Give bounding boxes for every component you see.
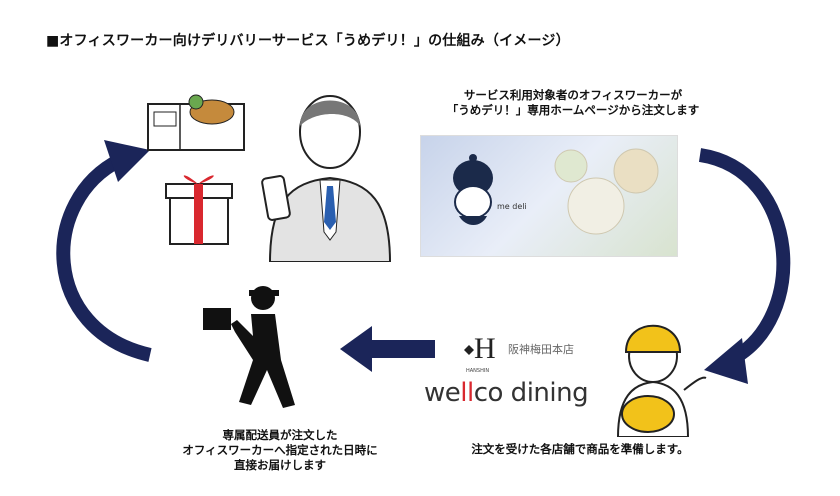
caption-line: オフィスワーカーへ指定された日時に (182, 443, 378, 457)
prepare-caption: 注文を受けた各店舗で商品を準備します。 (430, 442, 730, 457)
svg-text:H: H (474, 332, 496, 365)
store-staff-icon (616, 324, 707, 437)
delivery-caption: 専属配送員が注文した オフィスワーカーへ指定された日時に 直接お届けします (160, 428, 400, 473)
arrow-left-up (56, 153, 152, 362)
worker-with-phone-icon (261, 95, 392, 262)
arrow-middle-shaft (370, 340, 435, 358)
bento-icon (147, 94, 245, 151)
hanshin-store-name: 阪神梅田本店 (508, 343, 574, 356)
diagram-title: ■オフィスワーカー向けデリバリーサービス「うめデリ！」の仕組み（イメージ） (46, 33, 570, 49)
site-logo: me deli (497, 202, 527, 211)
caption-line: サービス利用対象者のオフィスワーカーが (463, 88, 683, 102)
logo-part: we (424, 378, 461, 408)
office-worker-illustration (147, 94, 392, 262)
caption-line: 「うめデリ！」専用ホームページから注文します (446, 103, 700, 117)
caption-line: 専属配送員が注文した (222, 428, 338, 442)
gift-icon (165, 175, 233, 245)
site-mascot-icon (453, 148, 659, 235)
logo-part: ll (460, 378, 474, 408)
hanshin-mark-text: HANSHIN (466, 368, 490, 374)
caption-line: 直接お届けします (234, 458, 326, 472)
caption-line: 注文を受けた各店舗で商品を準備します。 (471, 442, 689, 456)
hanshin-logo: H (464, 332, 496, 365)
arrow-left-up-head (104, 140, 150, 182)
order-caption: サービス利用対象者のオフィスワーカーが 「うめデリ！」専用ホームページから注文し… (398, 88, 748, 118)
wellco-dining-logo: wellco dining (424, 378, 589, 408)
arrow-middle-head (340, 326, 372, 372)
delivery-person-icon (203, 286, 295, 408)
arrow-right-down (698, 148, 791, 367)
arrow-right-down-head (704, 338, 748, 384)
order-website-image: me deli (420, 135, 678, 257)
logo-part: co dining (473, 378, 589, 408)
